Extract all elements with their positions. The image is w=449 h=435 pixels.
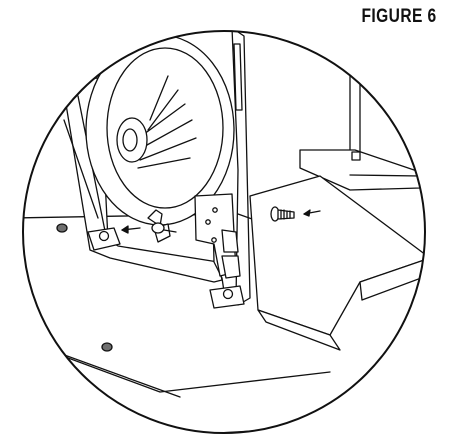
right-foot-block [210, 286, 244, 308]
wheel-hub-inner [123, 129, 137, 151]
bracket-hole-1 [213, 208, 217, 212]
floor-hole-2 [102, 343, 112, 351]
angled-panel-edge [258, 310, 340, 350]
bracket-hole-3 [212, 238, 216, 242]
screw-icon [271, 207, 294, 221]
wheel-hub-outer [117, 118, 147, 162]
angled-panel-lip [360, 258, 425, 300]
wheel-spokes [136, 76, 196, 168]
back-panel-slot [352, 152, 360, 160]
bracket-tab-2 [222, 256, 240, 278]
back-panel-shelf-edge [350, 175, 420, 176]
bracket-tab-1 [222, 230, 238, 252]
right-foot-bolt [224, 290, 233, 299]
base-panel-inner-edge [25, 342, 330, 392]
upright-slot-top [234, 44, 242, 110]
base-panel-front-edge [12, 380, 90, 435]
left-foot-block [88, 228, 120, 250]
bracket-hole-2 [206, 220, 210, 224]
arrow-icon [122, 226, 140, 233]
floor-hole-1 [57, 224, 67, 232]
detail-circle [23, 31, 425, 433]
left-foot-bolt [100, 232, 109, 241]
arrow-icon [304, 210, 320, 216]
illustration-content [12, 31, 425, 435]
wing-nut-icon [148, 210, 176, 242]
figure-label: FIGURE 6 [361, 6, 437, 27]
wheel-rim-inner [107, 48, 223, 208]
